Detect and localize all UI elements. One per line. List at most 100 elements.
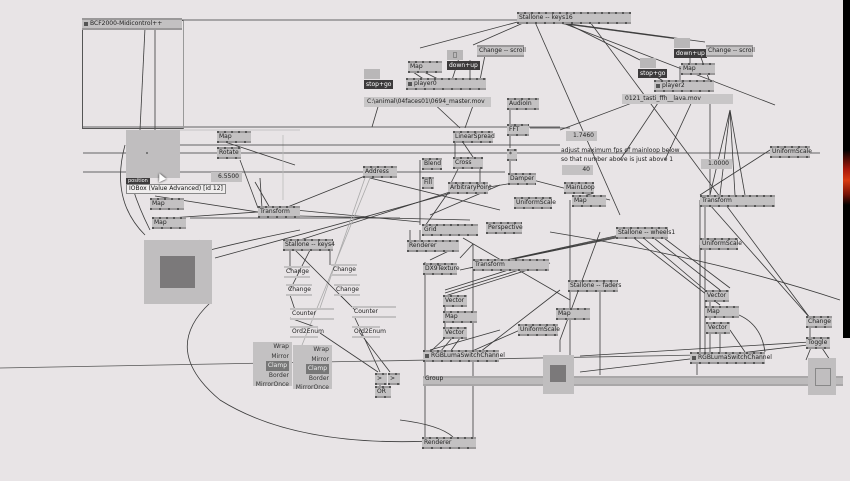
node-ord2enum-a[interactable]: Ord2Enum xyxy=(290,326,324,338)
group-rail[interactable] xyxy=(423,376,843,386)
enum-b-option-3[interactable]: Border xyxy=(308,374,329,382)
node-multiply[interactable]: * xyxy=(507,149,517,161)
iobox-scale-value[interactable]: 1.0000 xyxy=(701,159,732,169)
node-counter-b[interactable]: Counter xyxy=(352,306,396,318)
node-dx9texture[interactable]: DX9Texture xyxy=(423,263,460,275)
toggle-down-up-2[interactable] xyxy=(674,38,690,48)
node-stallone-keys4[interactable]: Stallone -- keys4 xyxy=(283,239,335,251)
node-arbitrarypoint[interactable]: ArbitraryPoint xyxy=(448,182,491,194)
node-vector-1[interactable]: Vector xyxy=(443,295,467,307)
node-fill[interactable]: Fill xyxy=(422,177,434,189)
node-transform-mid[interactable]: Transform xyxy=(473,259,549,271)
node-vector-2[interactable]: Vector xyxy=(443,327,467,339)
window-icon xyxy=(408,81,412,86)
node-stallone-wheels[interactable]: Stallone -- wheels1 xyxy=(616,227,675,239)
node-address[interactable]: Address xyxy=(363,166,397,178)
node-counter-a[interactable]: Counter xyxy=(290,308,334,320)
preview-pad-mid-handle[interactable] xyxy=(550,365,566,382)
node-damper[interactable]: Damper xyxy=(508,173,536,185)
node-transform-right[interactable]: Transform xyxy=(700,195,775,207)
enum-a-option-1[interactable]: Mirror xyxy=(271,352,289,360)
node-change-a[interactable]: Change xyxy=(284,266,310,278)
player2-label: player2 xyxy=(662,82,685,89)
preview-pad-right[interactable] xyxy=(808,358,836,395)
node-or[interactable]: OR xyxy=(375,386,391,398)
node-player2[interactable]: player2 xyxy=(654,80,714,92)
node-map-top[interactable]: Map xyxy=(217,131,251,143)
node-change-d[interactable]: Change xyxy=(334,284,360,296)
xy-pad-position[interactable] xyxy=(126,130,180,178)
node-player0[interactable]: player0 xyxy=(406,78,486,90)
node-change-scroll-2[interactable]: Change -- scroll xyxy=(706,45,755,57)
enum-b-option-0[interactable]: Wrap xyxy=(313,346,329,353)
node-audioin[interactable]: AudioIn xyxy=(507,98,539,110)
node-stallone-faders[interactable]: Stallone -- faders xyxy=(568,280,621,292)
node-transform-left[interactable]: Transform xyxy=(258,206,300,218)
toggle-stop-go-1[interactable] xyxy=(364,69,380,79)
node-uniformscale-top[interactable]: UniformScale xyxy=(770,146,812,158)
node-ord2enum-b[interactable]: Ord2Enum xyxy=(352,326,386,338)
iobox-fps-value[interactable]: 40 xyxy=(562,165,593,175)
subpatch-title-bar[interactable]: BCF2000-Midicontrol++ xyxy=(82,18,182,30)
node-map-player0[interactable]: Map xyxy=(408,61,442,73)
node-change-b[interactable]: Change xyxy=(331,264,357,276)
node-rgb-switch-2[interactable]: RGBLumaSwitchChannel xyxy=(690,352,772,364)
node-gt-a[interactable]: > xyxy=(375,373,387,385)
node-renderer-2[interactable]: Renderer xyxy=(422,437,476,449)
node-map-a[interactable]: Map xyxy=(150,198,184,210)
node-uniformscale-1[interactable]: UniformScale xyxy=(514,197,556,209)
node-map-mainloop[interactable]: Map xyxy=(572,195,606,207)
enum-a-option-0[interactable]: Wrap xyxy=(273,343,289,350)
node-vector-r2[interactable]: Vector xyxy=(706,322,730,334)
label-down-up-2: down+up xyxy=(674,49,707,58)
node-change-c[interactable]: Change xyxy=(286,284,312,296)
node-fft[interactable]: FFT xyxy=(507,124,529,136)
toggle-down-up-1[interactable] xyxy=(447,50,463,60)
enum-b-option-1[interactable]: Mirror xyxy=(311,355,329,363)
node-perspective[interactable]: Perspective xyxy=(486,222,523,234)
node-map-faders[interactable]: Map xyxy=(556,308,590,320)
preview-pad-right-frame[interactable] xyxy=(815,368,831,386)
node-map-b[interactable]: Map xyxy=(152,217,186,229)
node-map-r[interactable]: Map xyxy=(705,306,739,318)
enum-a-option-2-selected[interactable]: Clamp xyxy=(265,361,289,371)
node-rgb-switch-1[interactable]: RGBLumaSwitchChannel xyxy=(423,350,505,362)
node-linearspread[interactable]: LinearSpread xyxy=(453,131,495,143)
node-group[interactable]: Group xyxy=(425,375,444,382)
iobox-rotate-value[interactable]: 6.5500 xyxy=(211,172,242,182)
xy-pad-left-handle[interactable] xyxy=(160,256,195,288)
toggle-stop-go-2[interactable] xyxy=(640,58,656,68)
node-cross[interactable]: Cross xyxy=(453,157,483,169)
node-uniformscale-right[interactable]: UniformScale xyxy=(700,238,742,250)
comment-line-2: so that number above is just above 1 xyxy=(561,156,674,163)
enum-box-b[interactable]: Wrap Mirror Clamp Border MirrorOnce xyxy=(293,345,332,391)
enum-a-option-3[interactable]: Border xyxy=(268,371,289,379)
node-grid[interactable]: Grid xyxy=(422,224,478,236)
enum-b-option-4[interactable]: MirrorOnce xyxy=(295,384,329,391)
node-rotate[interactable]: Rotate xyxy=(217,147,241,159)
node-gt-b[interactable]: > xyxy=(388,373,400,385)
iobox-fft-value[interactable]: 1.7460 xyxy=(566,131,597,141)
node-mainloop[interactable]: MainLoop xyxy=(564,182,595,194)
xy-pad-left[interactable] xyxy=(144,240,212,304)
filename-movie-2[interactable]: 0121_tasti_ffh__lava.mov xyxy=(622,94,733,104)
node-toggle[interactable]: Toggle xyxy=(806,337,830,349)
filename-movie-0[interactable]: C:\animal\04faces01\0694_master.mov xyxy=(364,97,491,107)
comment-line-1: adjust maximum fps of mainloop below xyxy=(561,147,680,154)
enum-b-option-2-selected[interactable]: Clamp xyxy=(305,364,329,374)
node-change-scroll-1[interactable]: Change -- scroll xyxy=(477,45,526,57)
node-renderer-1[interactable]: Renderer xyxy=(407,240,459,252)
rgb-switch-2-label: RGBLumaSwitchChannel xyxy=(698,354,772,361)
node-stallone-keys16[interactable]: Stallone -- keys16 xyxy=(517,12,631,24)
enum-box-a[interactable]: Wrap Mirror Clamp Border MirrorOnce xyxy=(253,342,292,388)
node-map-player2[interactable]: Map xyxy=(681,63,715,75)
window-icon xyxy=(425,353,429,358)
node-map-v[interactable]: Map xyxy=(443,311,477,323)
node-vector-r1[interactable]: Vector xyxy=(705,290,729,302)
preview-pad-mid[interactable] xyxy=(543,355,574,394)
enum-a-option-4[interactable]: MirrorOnce xyxy=(255,381,289,388)
node-uniformscale-2[interactable]: UniformScale xyxy=(518,324,560,336)
node-change-right[interactable]: Change xyxy=(806,316,832,328)
node-blend[interactable]: Blend xyxy=(422,158,442,170)
